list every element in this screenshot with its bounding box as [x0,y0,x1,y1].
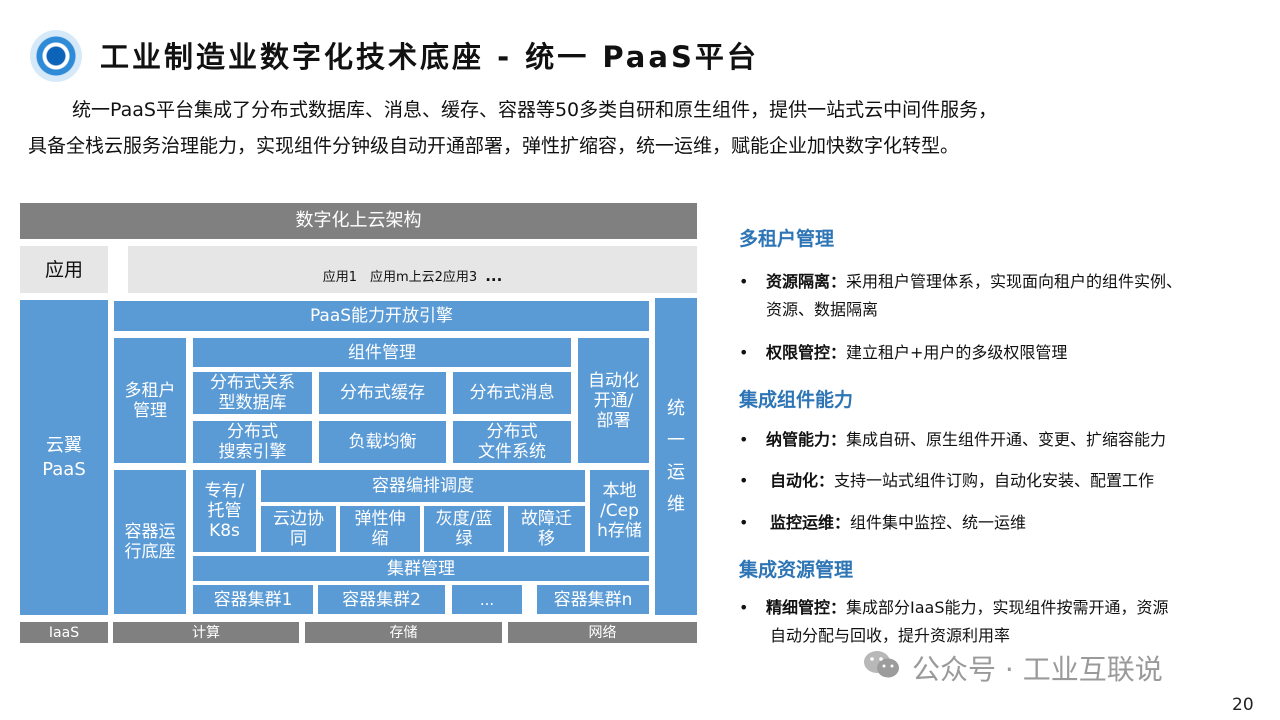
cluster-item: 容器集群n [536,584,650,615]
cluster-mgmt: 集群管理 [192,555,650,582]
bullet-label: 监控运维： [770,513,851,532]
watermark: 公众号 · 工业互联说 [912,653,1163,686]
bullet-dot: • [739,272,749,291]
bullet-item: • 资源隔离：采用租户管理体系，实现面向租户的组件实例、 资源、数据隔离 [739,268,1259,324]
section-title: 多租户管理 [739,228,835,250]
bullet-text: 建立租户+用户的多级权限管理 [846,343,1068,362]
bullet-dot: • [739,430,749,449]
section-title: 集成资源管理 [739,559,854,581]
scheduling-item: 弹性伸 缩 [339,505,421,553]
bullet-dot: • [739,343,749,362]
intro-line-1: 统一PaaS平台集成了分布式数据库、消息、缓存、容器等50多类自研和原生组件，提… [72,99,998,121]
iaas-item: 计算 [113,622,299,643]
section-title: 集成组件能力 [739,389,854,411]
bullet-text: 组件集中监控、统一运维 [850,513,1027,532]
bullet-text: 采用租户管理体系，实现面向租户的组件实例、 [846,272,1183,291]
iaas-item: 存储 [305,622,502,643]
bullet-continuation: 自动分配与回收，提升资源利用率 [770,626,1011,645]
apps-text: 应用1 应用m上云2应用3 [322,269,478,285]
apps-area: 应用1 应用m上云2应用3 ... [128,246,697,293]
bullet-label: 纳管能力： [766,430,847,449]
component-item: 分布式关系 型数据库 [192,371,313,415]
cluster-item: ... [451,584,523,615]
container-runtime: 容器运 行底座 [113,469,187,615]
component-item: 负载均衡 [318,420,447,464]
iaas-label: IaaS [20,622,108,643]
page-number: 20 [1232,695,1254,715]
bullet-label: 权限管控： [766,343,847,362]
bullet-item: • 自动化：支持一站式组件订购，自动化安装、配置工作 [739,467,1259,495]
intro-line-2: 具备全栈云服务治理能力，实现组件分钟级自动开通部署，弹性扩缩容，统一运维，赋能企… [28,135,960,157]
bullet-dot: • [739,598,749,617]
bullet-dot: • [739,513,749,532]
unified-ops: 统 一 运 维 [655,298,697,615]
scheduling-item: 灰度/蓝 绿 [423,505,505,553]
wechat-icon [862,649,902,681]
component-item: 分布式消息 [452,371,572,415]
top-bar: 数字化上云架构 [20,203,697,239]
scheduling-item: 故障迁 移 [507,505,586,553]
local-ceph-storage: 本地 /Cep h存储 [589,469,650,553]
bullet-text: 集成自研、原生组件开通、变更、扩缩容能力 [846,430,1167,449]
logo-icon [30,30,82,82]
bullet-item: • 精细管控：集成部分IaaS能力，实现组件按需开通，资源 自动分配与回收，提升… [739,594,1259,650]
bullet-continuation: 资源、数据隔离 [766,300,879,319]
cluster-item: 容器集群1 [192,584,314,615]
left-column-paas: 云翼 PaaS [20,300,108,615]
component-item: 分布式 搜索引擎 [192,420,313,464]
bullet-text: 支持一站式组件订购，自动化安装、配置工作 [834,471,1155,490]
bullet-item: • 权限管控：建立租户+用户的多级权限管理 [739,339,1259,367]
iaas-item: 网络 [508,622,697,643]
bullet-label: 自动化： [770,471,835,490]
component-item: 分布式 文件系统 [452,420,572,464]
bullet-label: 精细管控： [766,598,847,617]
app-label: 应用 [20,246,108,293]
multi-tenant: 多租户 管理 [113,337,187,464]
apps-ellipsis: ... [485,266,503,285]
bullet-dot: • [739,471,749,490]
bullet-text: 集成部分IaaS能力，实现组件按需开通，资源 [846,598,1169,617]
bullet-item: • 监控运维：组件集中监控、统一运维 [739,509,1259,537]
paas-engine: PaaS能力开放引擎 [113,300,650,332]
auto-deploy: 自动化 开通/ 部署 [577,337,650,464]
container-orchestration: 容器编排调度 [260,469,586,503]
component-mgmt: 组件管理 [192,337,572,368]
intro-text: 统一PaaS平台集成了分布式数据库、消息、缓存、容器等50多类自研和原生组件，提… [28,92,1248,164]
bullet-item: • 纳管能力：集成自研、原生组件开通、变更、扩缩容能力 [739,426,1259,454]
component-item: 分布式缓存 [318,371,447,415]
cluster-item: 容器集群2 [317,584,446,615]
bullet-label: 资源隔离： [766,272,847,291]
scheduling-item: 云边协 同 [260,505,337,553]
page-title: 工业制造业数字化技术底座 - 统一 PaaS平台 [100,40,759,74]
dedicated-k8s: 专有/ 托管 K8s [192,469,257,553]
